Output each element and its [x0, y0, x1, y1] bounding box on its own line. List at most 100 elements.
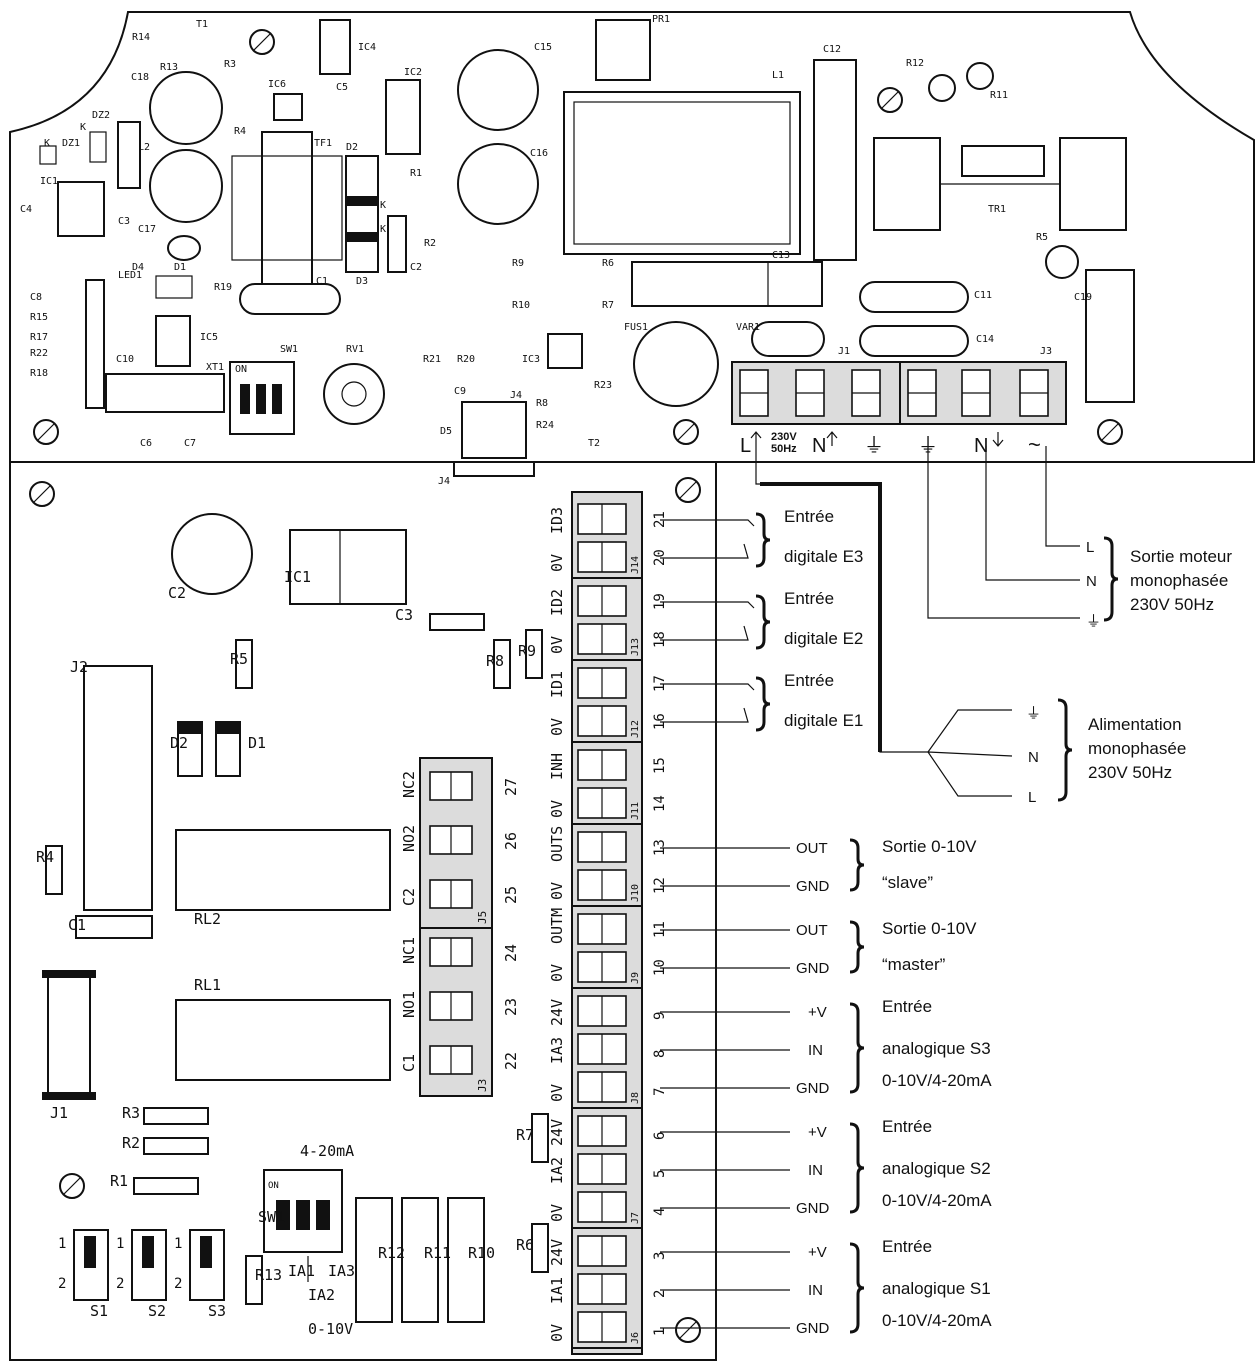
jumper-s2	[131, 1229, 167, 1301]
component-ref: R3	[224, 59, 236, 70]
component-ref: IA1	[288, 1262, 315, 1280]
brace-icon	[849, 920, 865, 974]
component-ref: R8	[486, 652, 504, 670]
top-board-outline	[9, 11, 1255, 463]
block-ref: J14	[630, 556, 641, 574]
component-ref: J2	[70, 658, 88, 676]
component-ref: DZ2	[92, 110, 110, 121]
io-terminal-label: ID1	[548, 671, 566, 698]
component-ref: R12	[906, 58, 924, 69]
io-terminal-number: 9	[652, 1012, 668, 1020]
component-ref: FUS1	[624, 322, 648, 333]
inductor-l1	[563, 91, 801, 255]
component-ref: R3	[122, 1104, 140, 1122]
bridge-pr1	[595, 19, 651, 81]
component-ref: D1	[174, 262, 186, 273]
component-ref: R4	[36, 848, 54, 866]
ic1-top	[57, 181, 105, 237]
component-ref: C8	[30, 292, 42, 303]
component-ref: 0-10V	[308, 1320, 353, 1338]
io-terminal-label: IA3	[548, 1037, 566, 1064]
component-ref: IC1	[40, 176, 58, 187]
potentiometer-rv1	[323, 363, 385, 425]
wire-label: N	[1086, 573, 1097, 590]
jumper-pin-1: 1	[116, 1236, 124, 1252]
component-ref: R11	[990, 90, 1008, 101]
component-ref: J3	[1040, 346, 1052, 357]
io-terminal-label: 0V	[548, 1324, 566, 1342]
annotation-text: analogique S1	[882, 1279, 991, 1298]
terminal-symbol: N	[974, 435, 988, 457]
brace-icon	[1103, 536, 1119, 622]
component-ref: J4	[510, 390, 522, 401]
component-ref: TR1	[988, 204, 1006, 215]
component-ref: R1	[110, 1172, 128, 1190]
wire-label: L	[1086, 539, 1094, 556]
component-ref: R10	[468, 1244, 495, 1262]
component-ref: D5	[440, 426, 452, 437]
component-ref: R24	[536, 420, 554, 431]
component-ref: T1	[196, 19, 208, 30]
annotation-text: 230V 50Hz	[1088, 763, 1172, 782]
wire-label: IN	[808, 1162, 823, 1179]
component-ref: C1	[68, 916, 86, 934]
relay-terminal-number: 22	[502, 1052, 520, 1070]
regulator-ic1	[289, 529, 407, 605]
io-terminal-label: 0V	[548, 1084, 566, 1102]
relay-rl2	[175, 829, 391, 911]
power-frequency: 50Hz	[771, 443, 797, 455]
io-terminal-number: 6	[652, 1132, 668, 1140]
io-terminal-label: 0V	[548, 554, 566, 572]
component-ref: RL2	[194, 910, 221, 928]
component-ref: C9	[454, 386, 466, 397]
component-ref: R17	[30, 332, 48, 343]
component-ref: R11	[424, 1244, 451, 1262]
screw-icon	[249, 29, 275, 55]
io-terminal-number: 8	[652, 1050, 668, 1058]
component-ref: RL1	[194, 976, 221, 994]
component-ref: C6	[140, 438, 152, 449]
component-ref: IC1	[284, 568, 311, 586]
component-ref: R9	[512, 258, 524, 269]
wire-label: +V	[808, 1124, 827, 1141]
component-ref: K	[380, 200, 386, 211]
jumper-pin-2: 2	[174, 1276, 182, 1292]
motor-phase-icon: ~	[1028, 432, 1041, 457]
connector-j4	[461, 401, 527, 459]
capacitor-c19	[1085, 269, 1135, 403]
brace-icon	[849, 1122, 865, 1214]
component-ref: C12	[823, 44, 841, 55]
annotation-text: Sortie 0-10V	[882, 919, 977, 938]
component-ref: S1	[90, 1302, 108, 1320]
ground-icon: ⏚	[1086, 613, 1101, 630]
screw-icon	[877, 87, 903, 113]
io-terminal-label: OUTM	[548, 908, 566, 944]
io-terminal-label: 0V	[548, 882, 566, 900]
block-ref: J9	[630, 972, 641, 984]
component-ref: C1	[316, 276, 328, 287]
annotation-text: Sortie 0-10V	[882, 837, 977, 856]
block-ref: J3	[476, 1079, 489, 1092]
component-ref: R23	[594, 380, 612, 391]
jumper-s3	[189, 1229, 225, 1301]
wire-label: GND	[796, 960, 830, 977]
relay-terminal-number: 24	[502, 944, 520, 962]
dip-on-label: ON	[268, 1181, 279, 1191]
capacitor-c18	[149, 71, 223, 145]
io-terminal-label: 0V	[548, 636, 566, 654]
annotation-text: Entrée	[784, 589, 834, 608]
screw-icon	[29, 481, 55, 507]
component-ref: R6	[516, 1236, 534, 1254]
relay-terminal-number: 25	[502, 886, 520, 904]
component-ref: C11	[974, 290, 992, 301]
relay-terminal-label: NO1	[400, 991, 418, 1018]
component-ref: R12	[378, 1244, 405, 1262]
component-ref: D3	[356, 276, 368, 287]
component-ref: R15	[30, 312, 48, 323]
component-ref: R13	[160, 62, 178, 73]
screw-icon	[675, 477, 701, 503]
ic5	[155, 315, 191, 367]
io-terminal-label: ID2	[548, 589, 566, 616]
component-ref: C2	[410, 262, 422, 273]
